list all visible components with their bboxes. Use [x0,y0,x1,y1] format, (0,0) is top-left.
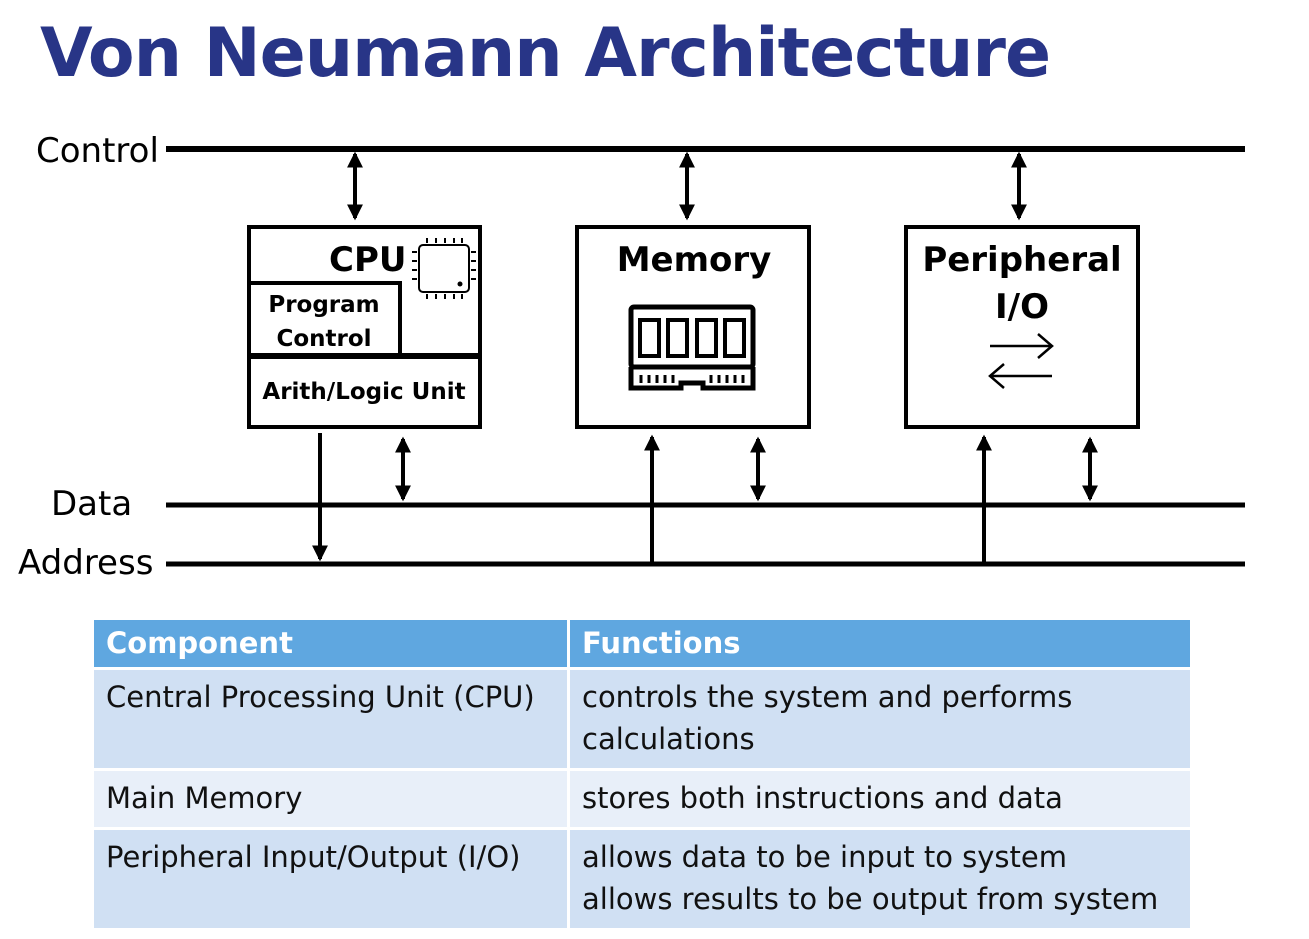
peripheral-label-line2: I/O [995,287,1049,327]
memory-label: Memory [617,240,772,280]
function-line: allows data to be input to system [582,840,1067,874]
peripheral-label-line1: Peripheral [922,240,1121,280]
architecture-diagram: Control Data Address CPU Program Control… [18,131,1245,583]
component-table-container: Component Functions Central Processing U… [91,617,1193,931]
program-control-label-line2: Control [276,326,371,352]
cell-functions: stores both instructions and data [567,768,1193,830]
control-bus-label: Control [36,131,159,171]
data-bus-label: Data [51,484,132,524]
table-row: Peripheral Input/Output (I/O) allows dat… [91,827,1193,931]
cell-component: Main Memory [91,768,570,830]
cell-component: Peripheral Input/Output (I/O) [91,827,570,931]
function-line: controls the system and performs [582,680,1073,714]
page-title: Von Neumann Architecture [40,14,1051,93]
memory-module-icon [628,304,756,391]
table-row: Main Memory stores both instructions and… [91,768,1193,830]
component-table: Component Functions Central Processing U… [91,617,1193,931]
cpu-chip-icon [412,238,476,299]
function-line: stores both instructions and data [582,781,1063,815]
alu-label: Arith/Logic Unit [262,379,465,405]
cpu-block: CPU Program Control Arith/Logic Unit [247,225,482,429]
cell-functions: allows data to be input to system allows… [567,827,1193,931]
address-bus-label: Address [18,543,153,583]
header-component: Component [91,617,570,670]
bidirectional-arrows-icon [988,333,1054,389]
function-line: allows results to be output from system [582,882,1159,916]
cell-component: Central Processing Unit (CPU) [91,667,570,771]
memory-block: Memory [575,225,811,429]
peripheral-io-block: Peripheral I/O [904,225,1140,429]
table-header-row: Component Functions [91,617,1193,670]
program-control-label-line1: Program [268,292,379,318]
cell-functions: controls the system and performs calcula… [567,667,1193,771]
function-line: calculations [582,722,755,756]
table-row: Central Processing Unit (CPU) controls t… [91,667,1193,771]
header-functions: Functions [567,617,1193,670]
cpu-label: CPU [329,240,406,280]
